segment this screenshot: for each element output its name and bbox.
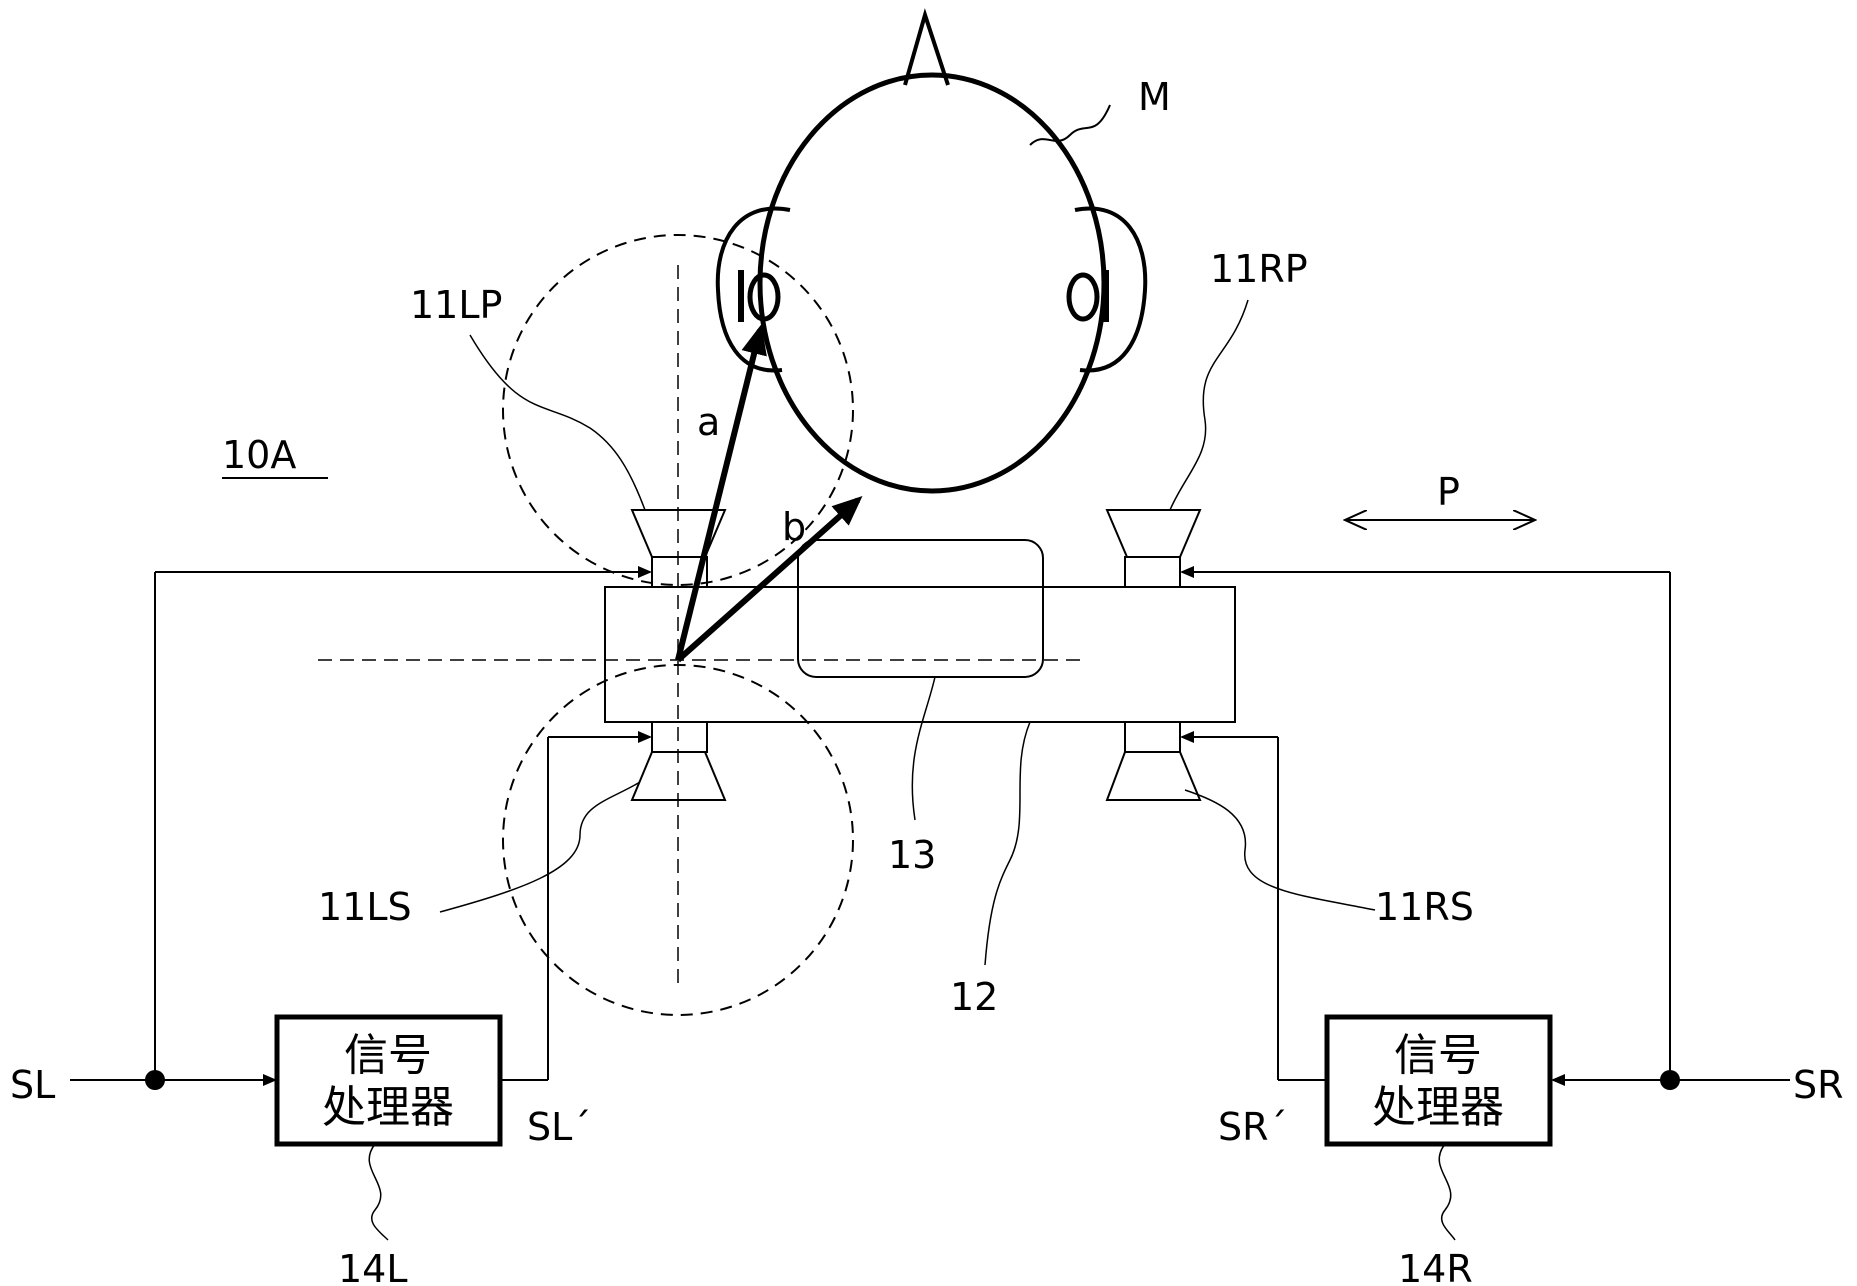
- wiring-right: [1180, 566, 1790, 1090]
- label-14l: 14L: [338, 1247, 408, 1286]
- label-14l-leader: [368, 1143, 389, 1241]
- ear-canal-left: [747, 272, 781, 322]
- head-outline: [757, 72, 1107, 494]
- vector-b-arrow: [676, 496, 863, 663]
- label-m: M: [1138, 75, 1171, 119]
- ear-left: [715, 206, 791, 373]
- processor-right-line1: 信号: [1394, 1030, 1482, 1081]
- label-14r-leader: [1438, 1143, 1456, 1241]
- signal-processor-left: 信号 处理器: [274, 1014, 503, 1147]
- label-11ls-leader: [439, 781, 641, 913]
- label-14r: 14R: [1398, 1247, 1473, 1286]
- speaker-11rp: [1105, 509, 1202, 588]
- ear-right: [1074, 206, 1148, 373]
- label-12: 12: [950, 975, 998, 1019]
- label-sr-prime: SR´: [1218, 1105, 1288, 1149]
- label-12-leader: [984, 721, 1031, 966]
- ear-canal-right: [1066, 272, 1100, 322]
- processor-left-line2: 处理器: [322, 1082, 454, 1133]
- label-a: a: [697, 400, 720, 444]
- dashed-guides: [318, 234, 1080, 1016]
- label-sl-prime: SL´: [527, 1105, 591, 1149]
- wiring-left: [70, 566, 652, 1090]
- label-11rp: 11RP: [1210, 247, 1308, 291]
- label-m-leader: [1029, 104, 1111, 146]
- label-11rs-leader: [1184, 789, 1376, 911]
- vector-a-arrow: [675, 324, 767, 661]
- processor-right-line2: 处理器: [1372, 1082, 1504, 1133]
- label-sr: SR: [1793, 1063, 1844, 1107]
- label-13: 13: [888, 833, 936, 877]
- label-13-leader: [911, 676, 936, 821]
- label-p: P: [1437, 470, 1460, 514]
- label-11ls: 11LS: [318, 885, 412, 929]
- figure-id: 10A: [222, 433, 296, 477]
- label-11lp-leader: [469, 334, 646, 511]
- signal-processor-right: 信号 处理器: [1324, 1014, 1553, 1147]
- component-13-box: [797, 539, 1044, 678]
- dashed-circle-upper: [502, 234, 854, 586]
- head-group: M: [715, 8, 1171, 494]
- speaker-11ls: [630, 721, 727, 801]
- label-11lp: 11LP: [410, 283, 502, 327]
- processor-left-line1: 信号: [344, 1030, 432, 1081]
- speaker-11rs: [1105, 721, 1202, 801]
- label-b: b: [782, 505, 806, 549]
- component-12-bar: [604, 586, 1236, 723]
- label-sl: SL: [10, 1063, 55, 1107]
- head-nose: [903, 8, 950, 86]
- label-11rp-leader: [1169, 299, 1249, 511]
- label-11rs: 11RS: [1375, 885, 1474, 929]
